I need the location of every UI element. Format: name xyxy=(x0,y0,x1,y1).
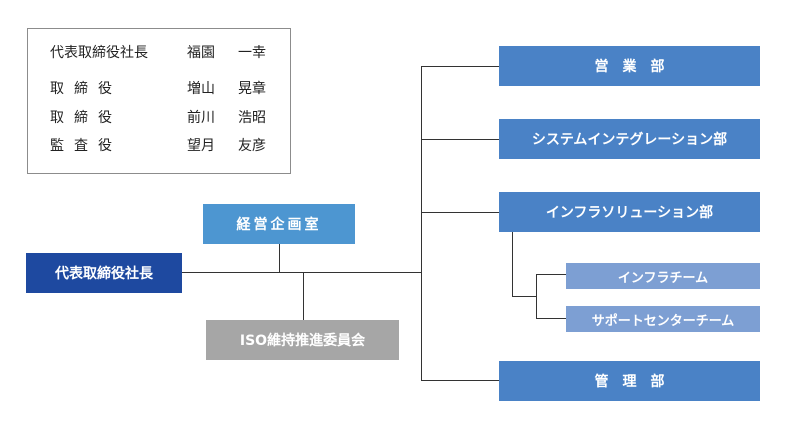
iso-committee-label: ISO維持推進委員会 xyxy=(239,333,366,349)
connector-team-infra xyxy=(536,274,566,275)
connector-branch-si xyxy=(421,139,499,140)
officer-family-name: 前川 xyxy=(187,110,215,126)
department-administration-box: 管理部 xyxy=(499,361,760,401)
department-sales-label: 営業部 xyxy=(594,59,679,75)
planning-office-label: 経営企画室 xyxy=(236,217,322,233)
officer-title: 取締役 xyxy=(50,81,122,97)
connector-team-trunk xyxy=(536,274,537,319)
officer-title: 監査役 xyxy=(50,138,122,154)
officer-title: 取締役 xyxy=(50,110,122,126)
officer-row: 取締役 増山 晃章 xyxy=(28,79,290,99)
officer-family-name: 増山 xyxy=(187,81,215,97)
officer-given-name: 晃章 xyxy=(238,81,266,97)
iso-committee-box: ISO維持推進委員会 xyxy=(206,320,399,360)
connector-sub-trunk xyxy=(512,232,513,297)
planning-office-box: 経営企画室 xyxy=(203,204,355,244)
connector-team-support xyxy=(536,318,566,319)
ceo-label: 代表取締役社長 xyxy=(55,266,153,282)
department-system-integration-box: システムインテグレーション部 xyxy=(499,119,760,159)
team-infra-box: インフラチーム xyxy=(566,263,760,289)
team-infra-label: インフラチーム xyxy=(617,270,709,286)
officer-row: 監査役 望月 友彦 xyxy=(28,136,290,156)
connector-branch-infra-solution xyxy=(421,212,499,213)
connector-ceo-main xyxy=(182,272,422,273)
connector-sub-branch xyxy=(512,296,537,297)
officer-title: 代表取締役社長 xyxy=(50,45,148,61)
officer-given-name: 一幸 xyxy=(238,45,266,61)
officer-row: 取締役 前川 浩昭 xyxy=(28,108,290,128)
connector-trunk xyxy=(421,66,422,380)
team-support-center-box: サポートセンターチーム xyxy=(566,306,760,332)
officers-panel: 代表取締役社長 福園 一幸 取締役 増山 晃章 取締役 前川 浩昭 監査役 望月… xyxy=(27,28,291,174)
connector-planning-drop xyxy=(279,244,280,273)
connector-branch-sales xyxy=(421,66,499,67)
department-infrastructure-solution-box: インフラソリューション部 xyxy=(499,192,760,232)
officer-given-name: 浩昭 xyxy=(238,110,266,126)
connector-branch-admin xyxy=(421,380,499,381)
officer-row: 代表取締役社長 福園 一幸 xyxy=(28,43,290,63)
officer-given-name: 友彦 xyxy=(238,138,266,154)
officer-family-name: 福園 xyxy=(187,45,215,61)
department-administration-label: 管理部 xyxy=(594,374,679,390)
team-support-center-label: サポートセンターチーム xyxy=(591,313,735,329)
connector-iso-drop xyxy=(303,272,304,320)
officer-family-name: 望月 xyxy=(187,138,215,154)
department-system-integration-label: システムインテグレーション部 xyxy=(531,132,728,148)
department-sales-box: 営業部 xyxy=(499,46,760,86)
department-infrastructure-solution-label: インフラソリューション部 xyxy=(545,205,714,221)
ceo-box: 代表取締役社長 xyxy=(26,253,182,293)
